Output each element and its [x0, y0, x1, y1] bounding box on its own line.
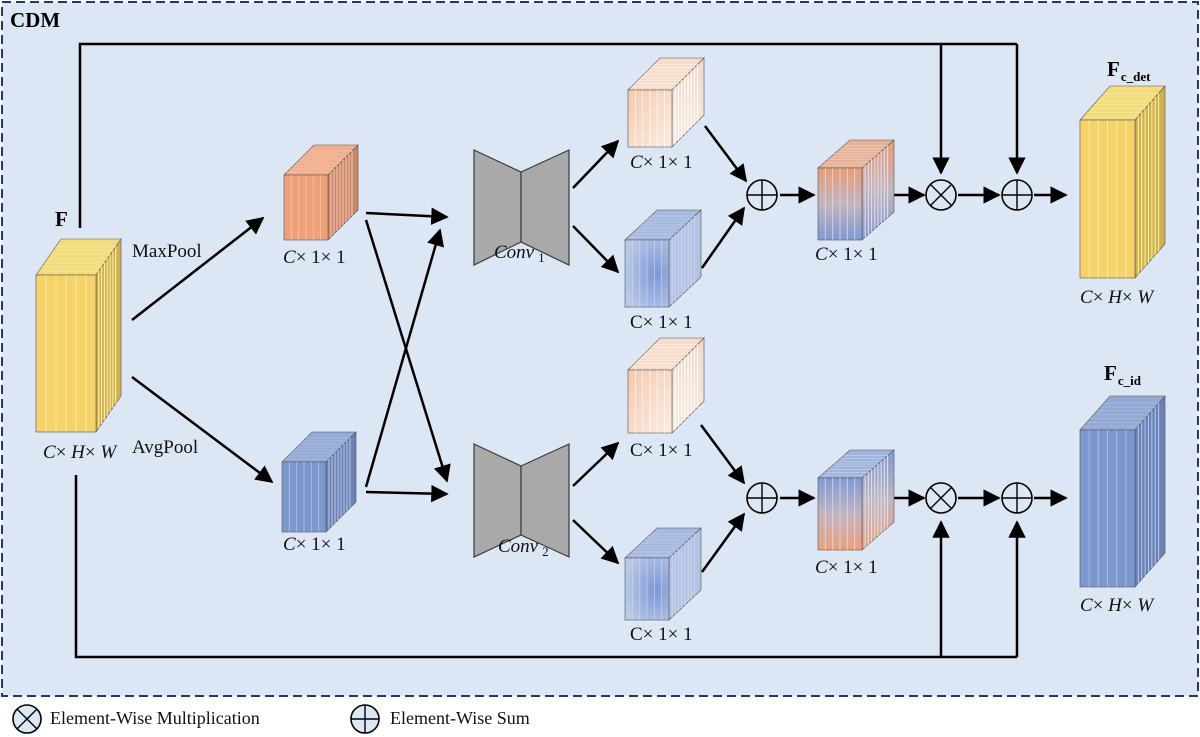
- input-f-block: [35, 238, 122, 433]
- mul-bottom-circle-times-icon: [925, 482, 957, 514]
- avgpool-label: AvgPool: [132, 437, 198, 458]
- legend-sum-icon: [350, 704, 380, 734]
- arrow-conv2-top: [572, 441, 620, 487]
- arrow-conv1-top: [572, 139, 620, 189]
- arrow-conv1-bottom: [572, 225, 620, 274]
- conv1-out-peach-block: [627, 57, 705, 148]
- sum-top-circle-plus-icon: [1001, 179, 1033, 211]
- conv2-out1-dims-label: C× 1× 1: [630, 440, 693, 461]
- fcid-dims-label: C× H× W: [1080, 595, 1155, 616]
- module-label: CDM: [10, 8, 60, 32]
- legend-mul-label: Element-Wise Multiplication: [50, 708, 260, 728]
- fcid-block: [1079, 395, 1166, 588]
- conv2-out-peach-block: [627, 337, 705, 434]
- conv1-out1-dims-label: C× 1× 1: [630, 152, 693, 173]
- fcdet-dims-label: C× H× W: [1080, 287, 1155, 308]
- skip-line-bottom: [74, 475, 1017, 659]
- arrow-peach2-sum: [699, 424, 746, 485]
- legend-mul-icon: [12, 704, 42, 734]
- feature-blocks: [35, 57, 1166, 621]
- conv1-out-blue-block: [624, 209, 702, 308]
- fcdet-block: [1079, 85, 1166, 279]
- sum1-out-block: [817, 139, 895, 241]
- sum2-out-block: [817, 449, 895, 551]
- arrow-conv2-bottom: [572, 519, 620, 565]
- sum1-dims-label: C× 1× 1: [815, 244, 878, 265]
- skip-connections: [74, 42, 1026, 659]
- input-dims-label: C× H× W: [43, 442, 118, 463]
- legend: Element-Wise Multiplication Element-Wise…: [12, 704, 530, 734]
- circle-times-icon: [12, 704, 42, 734]
- skip-line-top: [78, 42, 1017, 228]
- avgpool-dims-label: C× 1× 1: [283, 534, 346, 555]
- operators: [746, 179, 1033, 514]
- legend-sum-label: Element-Wise Sum: [390, 708, 530, 728]
- arrow-avg-conv1: [364, 228, 445, 488]
- maxpool-dims-label: C× 1× 1: [283, 247, 346, 268]
- conv1-block: [473, 149, 570, 266]
- maxpool-label: MaxPool: [132, 241, 202, 262]
- arrow-blue2-sum: [700, 512, 746, 573]
- cdm-frame: [1, 1, 1199, 697]
- fcdet-label: Fc_det: [1107, 57, 1151, 84]
- arrow-avg-conv2: [365, 484, 449, 503]
- circle-plus-icon: [350, 704, 380, 734]
- fcid-label: Fc_id: [1104, 361, 1142, 388]
- sum2-circle-plus-icon: [746, 482, 778, 514]
- avgpool-block: [281, 431, 357, 533]
- sum2-dims-label: C× 1× 1: [815, 557, 878, 578]
- conv2-block: [473, 443, 570, 558]
- flow-arrows: [131, 125, 1068, 573]
- mul-top-circle-times-icon: [925, 179, 957, 211]
- sum1-circle-plus-icon: [746, 179, 778, 211]
- conv1-out2-dims-label: C× 1× 1: [630, 312, 693, 333]
- maxpool-block: [283, 144, 359, 241]
- arrow-max-conv1: [365, 207, 449, 225]
- conv2-out2-dims-label: C× 1× 1: [630, 624, 693, 645]
- arrow-avgpool: [131, 376, 274, 484]
- arrow-peach1-sum: [703, 125, 748, 183]
- sum-bottom-circle-plus-icon: [1001, 482, 1033, 514]
- arrow-maxpool: [131, 216, 265, 321]
- arrow-blue1-sum: [700, 206, 746, 269]
- conv2-out-blue-block: [624, 527, 702, 621]
- input-f-label: F: [55, 207, 68, 231]
